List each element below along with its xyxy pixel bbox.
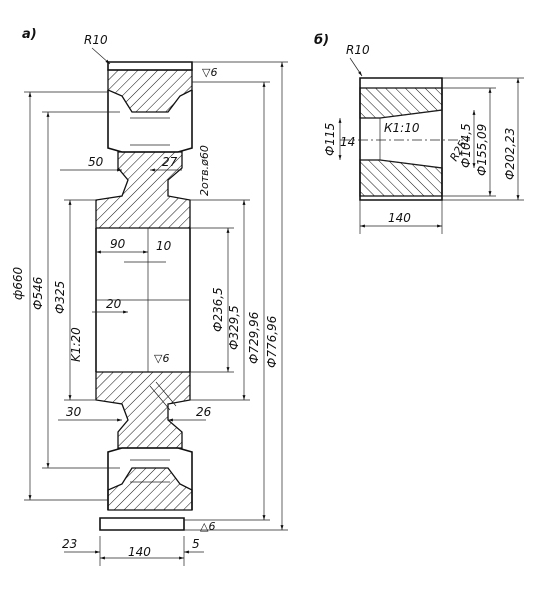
hub-bottom-section (95, 371, 191, 449)
dim-phi2365: Ф236,5 (211, 287, 225, 332)
view-b: б) R10 Ф115 14 К1:10 R25 Ф104,5 Ф155,09 … (314, 33, 524, 234)
dim-14: 14 (340, 135, 355, 149)
view-a-label: a) (22, 27, 37, 42)
dim-r10-b: R10 (346, 43, 370, 57)
dim-phi325: Ф325 (53, 281, 67, 314)
view-b-label: б) (314, 33, 329, 48)
taper-b: К1:10 (384, 121, 420, 135)
view-b-bottom-section (359, 159, 443, 197)
dim-90: 90 (110, 237, 126, 251)
dim-27: 27 (162, 155, 178, 169)
rim-top-face (107, 61, 193, 71)
dim-5: 5 (192, 537, 200, 551)
rough-mid: ▽6 (154, 352, 169, 365)
dim-phi15509: Ф155,09 (475, 124, 489, 176)
rim-bottom-section (107, 467, 193, 511)
rim-bottom-face (99, 517, 185, 531)
dim-30: 30 (66, 405, 82, 419)
view-a: a) ф660 Ф546 Ф325 (11, 27, 288, 566)
rim-bottom-outline (107, 447, 193, 510)
dim-23: 23 (62, 537, 77, 551)
view-b-top-section (359, 87, 443, 119)
dim-phi115: Ф115 (323, 123, 337, 156)
rim-top-section (107, 69, 193, 113)
holes-note: 2отв.ø60 (198, 145, 211, 196)
dim-phi1045: Ф104,5 (459, 123, 473, 168)
r10-b-leader (349, 57, 363, 77)
taper-a: K1:20 (69, 327, 83, 362)
rough-top: ▽6 (202, 66, 217, 79)
dim-26: 26 (196, 405, 212, 419)
view-b-taper-bore (379, 109, 443, 169)
dim-phi77696: Ф776,96 (265, 315, 279, 368)
oil-channel (149, 381, 177, 411)
dim-140-b: 140 (388, 211, 411, 225)
dim-phi546: Ф546 (31, 276, 45, 310)
dim-phi72996: Ф729,96 (247, 311, 261, 364)
rim-top-bore-lines (130, 117, 170, 146)
dim-phi660: ф660 (11, 266, 25, 300)
dim-phi20223: Ф202,23 (503, 128, 517, 180)
dim-20: 20 (106, 297, 122, 311)
dim-10: 10 (156, 239, 172, 253)
dim-r10-a: R10 (84, 33, 108, 47)
r10-a-leader (91, 47, 111, 65)
rim-bottom-bore-lines (130, 459, 170, 483)
rough-bot: △6 (200, 520, 215, 533)
dim-140-a: 140 (128, 545, 151, 559)
dim-phi3295: Ф329,5 (227, 305, 241, 350)
dim-50: 50 (88, 155, 104, 169)
